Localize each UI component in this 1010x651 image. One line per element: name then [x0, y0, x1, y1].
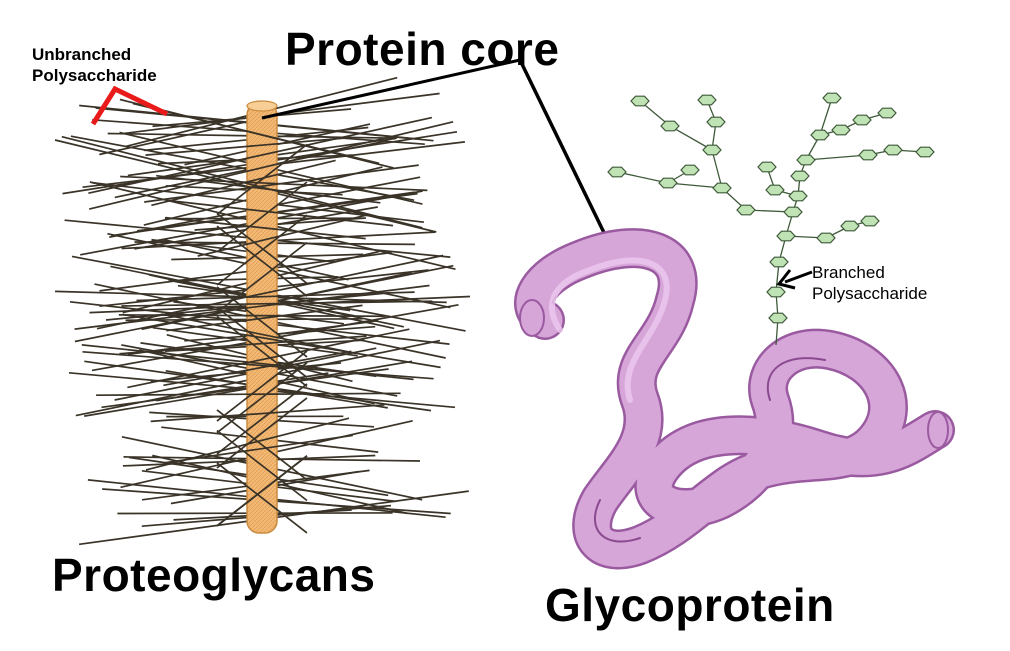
hexagon-icon	[766, 185, 784, 195]
hexagon-icon	[713, 183, 731, 193]
unbranched-label-line1: Unbranched	[32, 44, 157, 65]
hexagon-icon	[661, 121, 679, 131]
hexagon-icon	[791, 171, 809, 181]
hexagon-icon	[777, 231, 795, 241]
unbranched-label-line2: Polysaccharide	[32, 65, 157, 86]
hexagon-icon	[681, 165, 699, 175]
polysaccharide-chain	[123, 315, 441, 368]
hexagon-icon	[737, 205, 755, 215]
hexagon-icon	[861, 216, 879, 226]
hexagon-icon	[784, 207, 802, 217]
hexagon-icon	[811, 130, 829, 140]
hexagon-icon	[659, 178, 677, 188]
hexagon-icon	[608, 167, 626, 177]
hexagon-icon	[767, 287, 785, 297]
hexagon-icon	[769, 313, 787, 323]
protein-core-label: Protein core	[285, 22, 559, 76]
branched-label: Branched Polysaccharide	[812, 262, 927, 304]
hexagon-icon	[758, 162, 776, 172]
proteoglycans-label: Proteoglycans	[52, 548, 376, 602]
hexagon-icon	[797, 155, 815, 165]
hexagon-icon	[853, 115, 871, 125]
branched-label-line1: Branched	[812, 262, 927, 283]
hexagon-icon	[817, 233, 835, 243]
arrow-left-icon	[779, 270, 812, 288]
hexagon-icon	[698, 95, 716, 105]
glycosidic-link	[712, 150, 722, 188]
hexagon-icon	[884, 145, 902, 155]
hexagon-icon	[832, 125, 850, 135]
hexagon-icon	[770, 257, 788, 267]
caret-bracket-icon	[93, 89, 167, 124]
hexagon-icon	[823, 93, 841, 103]
hexagon-icon	[878, 108, 896, 118]
hexagon-icon	[859, 150, 877, 160]
glycosidic-link	[820, 98, 832, 135]
glycoprotein-label: Glycoprotein	[545, 578, 835, 632]
unbranched-label: Unbranched Polysaccharide	[32, 44, 157, 86]
hexagon-icon	[703, 145, 721, 155]
hexagon-icon	[631, 96, 649, 106]
hexagon-icon	[841, 221, 859, 231]
hexagon-icon	[789, 191, 807, 201]
branched-label-line2: Polysaccharide	[812, 283, 927, 304]
glycosidic-link	[806, 155, 868, 160]
polysaccharide-chain	[96, 393, 401, 395]
hexagon-icon	[707, 117, 725, 127]
hexagon-icon	[916, 147, 934, 157]
